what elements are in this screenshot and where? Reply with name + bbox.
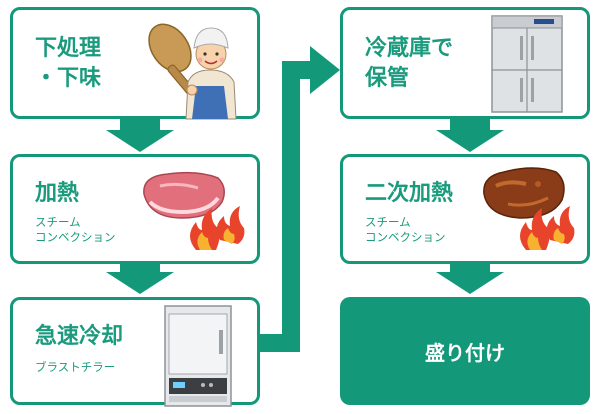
- step-title: 急速冷却: [35, 324, 124, 349]
- step-subtitle: スチーム コンベクション: [365, 215, 446, 244]
- chef-with-paddle-icon: [148, 23, 237, 120]
- step-prep-seasoning: 下処理 ・下味: [10, 7, 260, 119]
- step-title: 下処理 ・下味: [35, 36, 102, 91]
- raw-meat-icon: [143, 171, 225, 219]
- step-title: 加熱: [35, 181, 80, 206]
- cooked-meat-icon: [483, 167, 565, 219]
- blast-chiller-icon: [164, 305, 232, 407]
- arrow-step1-to-step2: [106, 118, 174, 152]
- step-title: 冷蔵庫で 保管: [365, 36, 454, 91]
- arrow-step4-to-step5: [436, 118, 504, 152]
- step-subtitle: スチーム コンベクション: [35, 215, 116, 244]
- final-label: 盛り付け: [425, 340, 505, 365]
- step-plating: 盛り付け: [340, 297, 590, 405]
- step-title: 二次加熱: [365, 181, 454, 206]
- flame-icon: [520, 206, 575, 250]
- elbow-connector: [258, 46, 340, 352]
- refrigerator-icon: [491, 15, 563, 113]
- arrow-step5-to-final: [436, 262, 504, 294]
- step-subtitle: ブラストチラー: [35, 360, 116, 374]
- step-heating: 加熱 スチーム コンベクション: [10, 154, 260, 264]
- flame-icon: [190, 206, 245, 250]
- arrow-step2-to-step3: [106, 262, 174, 294]
